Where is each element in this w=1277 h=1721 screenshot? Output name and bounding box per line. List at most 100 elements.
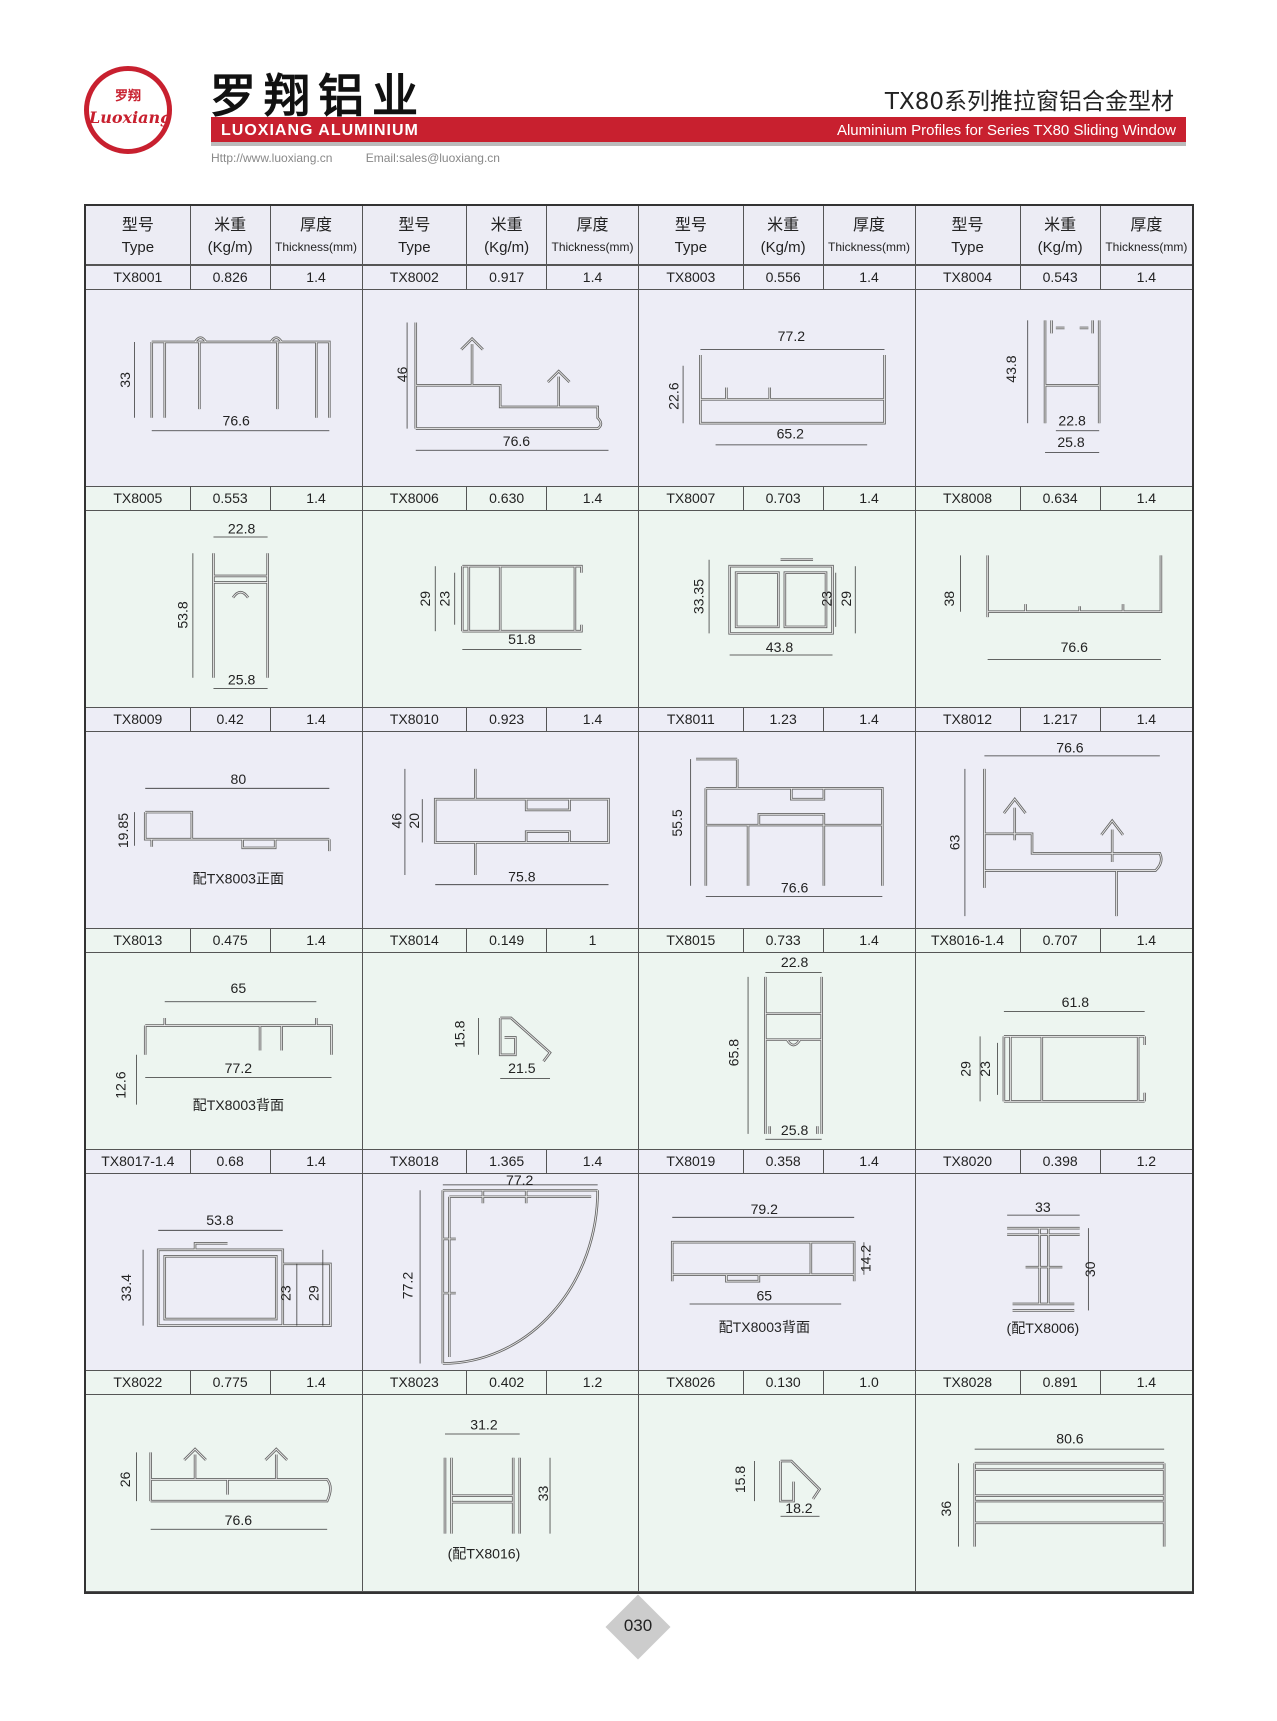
header-type-en: Type: [951, 239, 984, 256]
profile-type: TX8022: [86, 1371, 191, 1394]
profile-weight: 0.707: [1021, 929, 1101, 952]
profile-weight: 0.775: [191, 1371, 271, 1394]
profile-weight: 0.149: [467, 929, 548, 952]
dimension-label: 22.8: [228, 521, 256, 537]
profile-weight: 0.826: [191, 266, 271, 289]
header-thick-cn: 厚度: [1130, 215, 1163, 234]
profile-outline: [972, 1461, 1165, 1547]
profile-thickness: 1.4: [1136, 932, 1157, 948]
profile-thickness: 1.4: [582, 1153, 603, 1169]
dimension-label: 33: [534, 1486, 550, 1502]
dimension-label: 75.8: [508, 868, 536, 884]
profile-thickness: 1.2: [1136, 1153, 1157, 1169]
dimension-label: 77.2: [225, 1060, 253, 1076]
header-weight-en: (Kg/m): [484, 239, 530, 256]
header-thick-cn: 厚度: [300, 215, 333, 234]
profile-thickness: 1.4: [859, 490, 879, 506]
dimension-label: 23: [436, 591, 452, 607]
dimension-label: 65: [756, 1288, 772, 1304]
profile-inner-line: [414, 322, 601, 430]
profile-weight: 0.703: [744, 487, 824, 510]
profile-inner-line: [671, 1241, 855, 1282]
dimension-label: 22.8: [781, 954, 809, 970]
header-weight: 米重(Kg/m): [467, 206, 548, 264]
profile-inner-line: [144, 1017, 332, 1055]
profile-type: TX8009: [86, 708, 191, 731]
profile-inner-line: [441, 1189, 598, 1364]
dimension-label: 55.5: [669, 809, 685, 837]
dimension-label: 76.6: [502, 433, 530, 449]
dimension-label: 65: [231, 980, 247, 996]
profile-type: TX8002: [363, 266, 468, 289]
profile-inner-line: [499, 1017, 551, 1062]
header-weight-en: (Kg/m): [1037, 239, 1083, 256]
profile-inner-line: [729, 559, 833, 634]
profile-outline: [1043, 320, 1100, 424]
dimension-label: 25.8: [781, 1122, 809, 1138]
profile-drawing: 43.822.825.8: [1002, 320, 1100, 453]
header-weight-cn: 米重: [214, 215, 247, 234]
profile-thickness: 1.0: [859, 1374, 879, 1390]
dimension-label: 14.2: [857, 1245, 873, 1273]
profile-inner-line: [1002, 1035, 1145, 1102]
header-type-cn: 型号: [121, 215, 154, 234]
profile-weight: 1.217: [1021, 708, 1101, 731]
dimension-label: 77.2: [778, 328, 806, 344]
profile-inner-line: [983, 768, 1162, 917]
dimension-label: 79.2: [751, 1201, 779, 1217]
contact-info: Http://www.luoxiang.cn Email:sales@luoxi…: [211, 151, 530, 165]
profile-type: TX8004: [916, 266, 1021, 289]
dimension-label: 53.8: [206, 1212, 234, 1228]
profile-drawing: 15.818.2: [732, 1459, 822, 1517]
profile-inner-line: [213, 553, 269, 678]
profile-outline: [728, 558, 834, 635]
profile-thickness: 1.4: [306, 1374, 326, 1390]
website-link[interactable]: Http://www.luoxiang.cn: [211, 151, 333, 165]
dimension-label: 76.6: [1060, 639, 1088, 655]
dimension-label: 29: [416, 591, 432, 607]
profile-thickness: 1: [588, 932, 597, 948]
email-link[interactable]: Email:sales@luoxiang.cn: [365, 151, 500, 165]
header-thick-en: Thickness(mm): [551, 240, 634, 254]
dimension-label: 46: [394, 366, 410, 382]
dimension-label: 77.2: [399, 1272, 415, 1300]
profile-weight: 0.475: [191, 929, 271, 952]
profile-weight: 0.398: [1021, 1150, 1101, 1173]
profile-weight: 1.23: [744, 708, 824, 731]
profile-weight: 0.42: [191, 708, 271, 731]
header-type-cn: 型号: [674, 215, 707, 234]
dimension-label: 76.6: [1056, 740, 1084, 756]
profile-thickness: 1.4: [859, 932, 879, 948]
profile-outline: [779, 1459, 822, 1503]
profile-inner-line: [151, 337, 330, 418]
profile-weight: 1.365: [467, 1150, 548, 1173]
profile-drawing: 76.663: [946, 740, 1163, 917]
dimension-label: 61.8: [1061, 994, 1089, 1010]
profile-inner-line: [157, 1242, 331, 1327]
profile-type: TX8005: [86, 487, 191, 510]
profile-outline: [670, 1240, 856, 1283]
profile-inner-line: [696, 758, 883, 886]
profile-type: TX8018: [363, 1150, 468, 1173]
profile-drawing: 77.277.2: [399, 1174, 599, 1365]
